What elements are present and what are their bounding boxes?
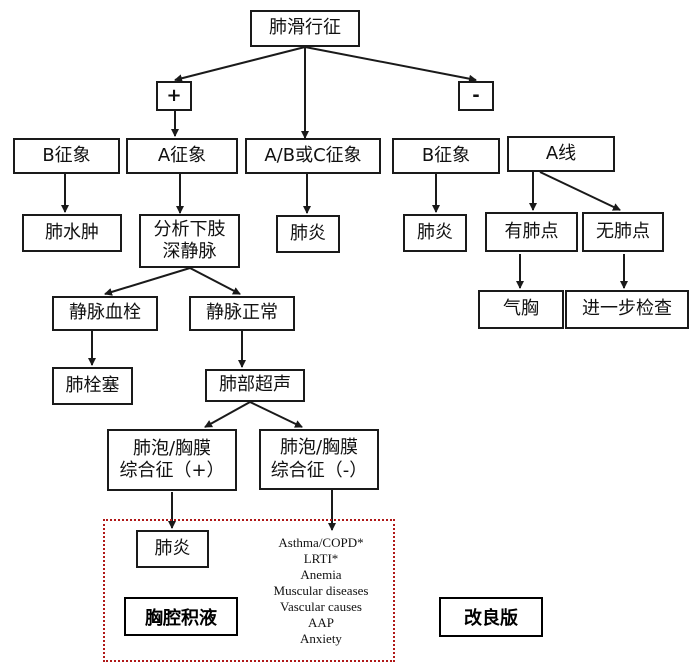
minus-sign-box: - bbox=[458, 81, 494, 111]
pneumonia-mid: 肺炎 bbox=[276, 215, 340, 253]
arrow-lungus-palcneg bbox=[249, 401, 303, 428]
abc-profile: A/B或C征象 bbox=[245, 138, 381, 174]
arrow-root-plus bbox=[174, 46, 306, 83]
pneumothorax: 气胸 bbox=[478, 290, 564, 329]
arrow-lungus-palcpos bbox=[204, 401, 251, 428]
has-lung-point: 有肺点 bbox=[485, 212, 578, 252]
cause-item: LRTI* bbox=[303, 551, 339, 566]
root-lung-sliding: 肺滑行征 bbox=[250, 10, 360, 47]
arrow-analyze-thrombosis bbox=[104, 267, 191, 296]
b-profile-right: B征象 bbox=[392, 138, 500, 174]
b-profile-left: B征象 bbox=[13, 138, 120, 174]
venous-thrombosis: 静脉血栓 bbox=[52, 296, 158, 331]
pneumonia-right: 肺炎 bbox=[403, 214, 467, 252]
palc-positive: 肺泡/胸膜 综合征（+） bbox=[107, 429, 237, 491]
cause-item: Muscular diseases bbox=[273, 583, 369, 598]
improved-version-label: 改良版 bbox=[439, 597, 543, 637]
lung-ultrasound: 肺部超声 bbox=[205, 369, 305, 402]
analyze-dvt: 分析下肢 深静脉 bbox=[139, 214, 240, 268]
cause-item: Asthma/COPD* bbox=[278, 535, 364, 550]
cause-item: Anxiety bbox=[300, 631, 342, 646]
arrow-root-minus bbox=[304, 46, 477, 83]
a-line-box: A线 bbox=[507, 136, 615, 172]
cause-item: Vascular causes bbox=[280, 599, 362, 614]
veins-normal: 静脉正常 bbox=[189, 296, 295, 331]
palc-negative: 肺泡/胸膜 综合征（-） bbox=[259, 429, 379, 490]
pneumonia-bottom: 肺炎 bbox=[136, 530, 209, 568]
effusion-region bbox=[103, 519, 395, 662]
pleural-effusion-label: 胸腔积液 bbox=[124, 597, 238, 636]
pulmonary-embolism: 肺栓塞 bbox=[52, 367, 133, 405]
arrow-analyze-normal bbox=[189, 267, 241, 295]
further-examination: 进一步检查 bbox=[565, 290, 689, 329]
a-profile: A征象 bbox=[126, 138, 238, 174]
cause-item: AAP bbox=[307, 615, 334, 630]
no-lung-point: 无肺点 bbox=[582, 212, 664, 252]
cause-item: Anemia bbox=[300, 567, 342, 582]
plus-sign-box: + bbox=[156, 81, 192, 111]
arrow-aline-nopoint bbox=[539, 171, 621, 211]
pulmonary-edema: 肺水肿 bbox=[22, 214, 122, 252]
other-causes-list: Asthma/COPD* LRTI* Anemia Muscular disea… bbox=[256, 535, 386, 647]
